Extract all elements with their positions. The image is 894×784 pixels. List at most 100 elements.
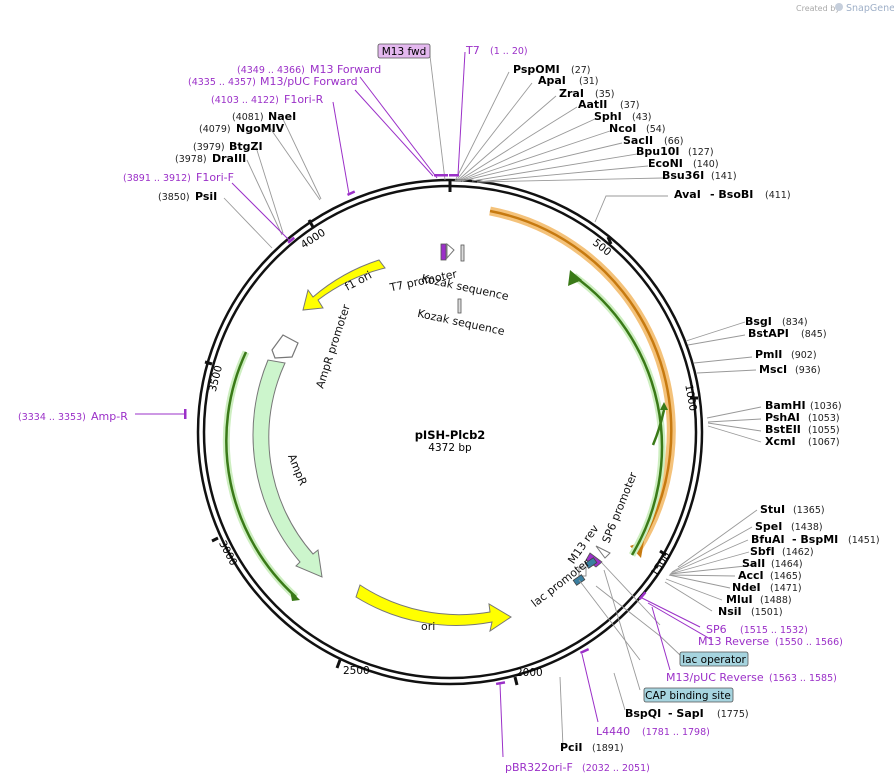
enzyme-pos: (1775)	[717, 709, 749, 720]
enzyme-pos: (3979)	[193, 142, 225, 153]
enzyme-leader-lines	[223, 55, 762, 748]
enzyme-pos: (902)	[791, 350, 817, 361]
enzyme-pos: (1501)	[751, 607, 783, 618]
enzyme-pos: (4081)	[232, 112, 264, 123]
enzyme-name: Bsu36I	[662, 169, 704, 182]
primer-markers	[184, 174, 647, 686]
brand-name: SnapGene	[846, 3, 894, 14]
enzyme-pos: (1471)	[770, 583, 802, 594]
primer-leader-lines	[135, 51, 713, 758]
primer-pos: (3334 .. 3353)	[18, 412, 86, 423]
enzyme-pos: (37)	[620, 100, 640, 111]
ampr-label: AmpR	[285, 452, 309, 488]
primer-name: M13 Forward	[310, 63, 381, 76]
tick-label-4000: 4000	[299, 227, 328, 252]
primer-marker	[346, 190, 356, 197]
enzyme-name: SalI	[742, 557, 765, 570]
enzyme-name: BtgZI	[229, 140, 263, 153]
primer-marker	[495, 681, 506, 686]
primer-marker	[579, 647, 590, 655]
enzyme-name-extra: - BsoBI	[710, 188, 753, 201]
t7-promoter-feature	[440, 243, 447, 261]
primer-pos: (1563 .. 1585)	[769, 673, 837, 684]
enzyme-name: ZraI	[559, 87, 584, 100]
enzyme-pos: (1891)	[592, 743, 624, 754]
primer-name: Amp-R	[91, 410, 128, 423]
orf-green-arc-right-line	[573, 274, 664, 556]
ampr-promoter-label: AmpR promoter	[313, 302, 353, 390]
enzyme-name: BstAPI	[748, 327, 789, 340]
primer-pos: (2032 .. 2051)	[582, 763, 650, 774]
enzyme-name: BstEII	[765, 423, 801, 436]
enzyme-name: SpeI	[755, 520, 782, 533]
enzyme-pos: (54)	[646, 124, 666, 135]
primer-marker	[638, 591, 647, 601]
enzyme-name: EcoNI	[648, 157, 683, 170]
enzyme-name: PmlI	[755, 348, 782, 361]
enzyme-name: AatII	[578, 98, 607, 111]
enzyme-name: NsiI	[718, 605, 742, 618]
primer-marker	[184, 409, 187, 419]
enzyme-pos: (4079)	[199, 124, 231, 135]
primer-pos: (1 .. 20)	[490, 46, 528, 57]
enzyme-pos: (845)	[801, 329, 827, 340]
orf-green-arc-left-line	[225, 351, 297, 598]
primer-pos: (4103 .. 4122)	[211, 95, 279, 106]
enzyme-name: SphI	[594, 110, 622, 123]
primer-name: pBR322ori-F	[505, 761, 573, 774]
primer-pos: (4349 .. 4366)	[237, 65, 305, 76]
tick-mark	[335, 659, 342, 669]
primer-pos: (4335 .. 4357)	[188, 77, 256, 88]
primer-labels: T7 (1 .. 20) (4349 .. 4366) M13 Forward …	[18, 44, 843, 774]
m13-fwd-box	[377, 43, 431, 59]
snapgene-logo: Created by SnapGene	[796, 3, 894, 14]
snapgene-logo-icon	[835, 3, 843, 11]
enzyme-name: NaeI	[268, 110, 296, 123]
enzyme-name: StuI	[760, 503, 785, 516]
enzyme-pos: (1488)	[760, 595, 792, 606]
lac-operator-label: lac operator	[682, 654, 746, 666]
enzyme-name: MluI	[726, 593, 753, 606]
plasmid-length: 4372 bp	[428, 442, 472, 454]
enzyme-pos: (1438)	[791, 522, 823, 533]
enzyme-name: SbfI	[750, 545, 775, 558]
tick-mark	[204, 360, 213, 366]
primer-name: L4440	[596, 725, 630, 738]
enzyme-pos: (3850)	[158, 192, 190, 203]
orf-green-left-arrowhead	[290, 590, 300, 601]
enzyme-pos: (1036)	[810, 401, 842, 412]
enzyme-pos: (411)	[765, 190, 791, 201]
enzyme-pos: (1067)	[808, 437, 840, 448]
primer-marker	[449, 174, 459, 177]
enzyme-name: PciI	[560, 741, 582, 754]
orf-orange-arc-line	[489, 209, 673, 551]
tick-mark	[211, 536, 219, 543]
orf-green-arrowhead	[568, 270, 582, 286]
enzyme-name: MscI	[759, 363, 787, 376]
enzyme-labels: PspOMI (27) ApaI (31) ZraI (35) AatII (3…	[158, 63, 880, 754]
orf-green-small-arrowhead	[660, 402, 668, 410]
enzyme-name: PspOMI	[513, 63, 560, 76]
boxed-labels: M13 fwd lac operator CAP binding site	[377, 43, 749, 703]
enzyme-pos: (43)	[632, 112, 652, 123]
primer-pos: (1515 .. 1532)	[740, 625, 808, 636]
lac-promoter-label: lac promoter	[529, 556, 593, 610]
enzyme-name: PsiI	[195, 190, 217, 203]
enzyme-pos: (127)	[688, 147, 714, 158]
primer-name: SP6	[706, 623, 727, 636]
tick-label-1000: 1000	[682, 384, 698, 412]
ori-feature	[355, 584, 512, 633]
enzyme-pos: (1464)	[771, 559, 803, 570]
primer-name: F1ori-R	[284, 93, 324, 106]
primer-pos: (1781 .. 1798)	[642, 727, 710, 738]
primer-pos: (3891 .. 3912)	[123, 173, 191, 184]
tick-label-2500: 2500	[343, 665, 370, 677]
enzyme-name: NdeI	[732, 581, 761, 594]
enzyme-name: DraIII	[212, 152, 246, 165]
enzyme-pos: (140)	[693, 159, 719, 170]
cap-site-label: CAP binding site	[645, 690, 731, 702]
enzyme-pos: (141)	[711, 171, 737, 182]
enzyme-pos: (3978)	[175, 154, 207, 165]
enzyme-pos: (35)	[595, 89, 615, 100]
enzyme-pos: (1451)	[848, 535, 880, 546]
